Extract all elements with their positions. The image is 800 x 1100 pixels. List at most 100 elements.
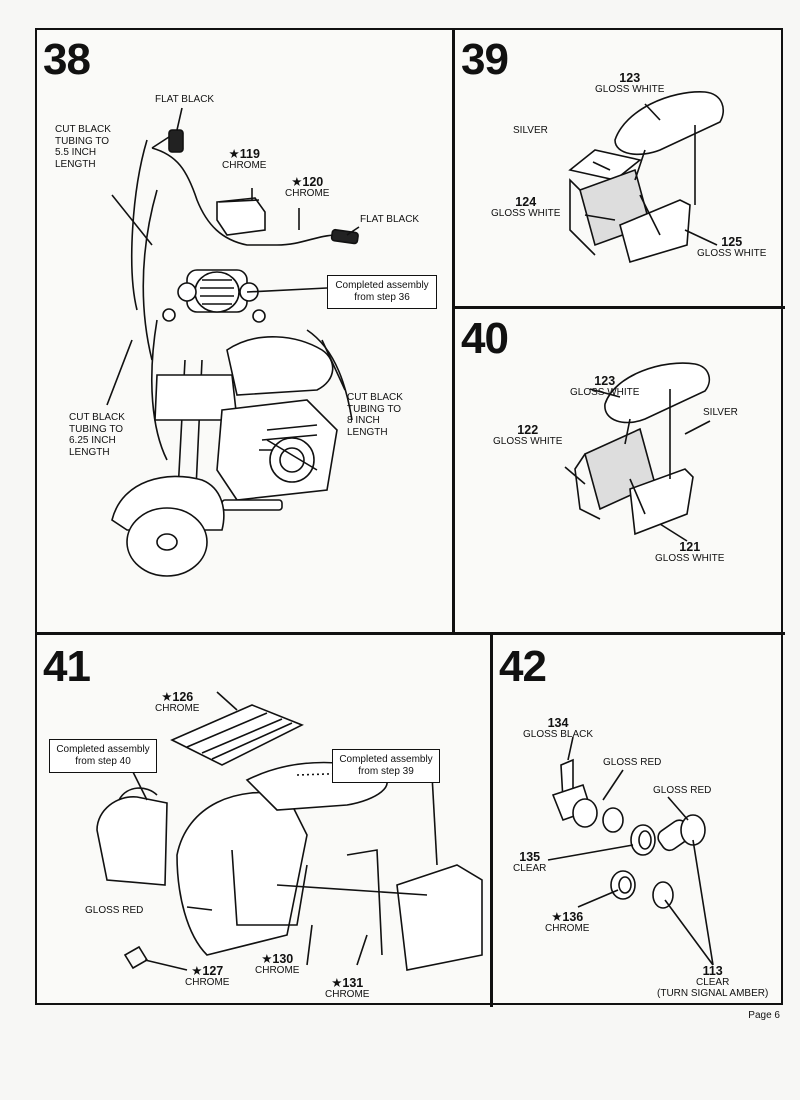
step-number: 41 xyxy=(43,642,91,691)
callout-line-1: Completed assembly xyxy=(56,744,150,755)
completed-assembly-40-callout: Completed assembly from step 40 xyxy=(49,739,157,773)
part-124-label: 124 GLOSS WHITE xyxy=(491,196,560,219)
part-136-label: ★136 CHROME xyxy=(545,911,589,934)
part-126-label: ★126 CHROME xyxy=(155,691,199,714)
part-126-number: ★126 xyxy=(161,690,194,704)
instruction-sheet-frame: 38 xyxy=(35,28,785,1007)
divider-row2 xyxy=(37,632,785,635)
part-130-number: ★130 xyxy=(261,952,294,966)
part-113-number: 113 xyxy=(702,964,723,978)
step-number: 40 xyxy=(461,314,509,363)
part-126-color: CHROME xyxy=(155,703,200,714)
part-136-color: CHROME xyxy=(545,923,590,934)
part-119-number: ★119 xyxy=(228,147,260,161)
gloss-red-label-1: GLOSS RED xyxy=(603,757,662,768)
part-113-label: 113 CLEAR (TURN SIGNAL AMBER) xyxy=(657,965,768,999)
step-number: 39 xyxy=(461,35,509,84)
tubing-8-label: CUT BLACK TUBING TO 8 INCH LENGTH xyxy=(347,392,403,438)
step-40-panel: 40 123 GLOSS WHITE SIL xyxy=(455,309,785,632)
step-number: 38 xyxy=(43,35,91,84)
part-121-color: GLOSS WHITE xyxy=(655,553,725,564)
flat-black-right-label: FLAT BLACK xyxy=(360,214,420,225)
part-135-label: 135 CLEAR xyxy=(513,851,546,874)
part-134-color: GLOSS BLACK xyxy=(523,729,594,740)
callout-line-1: Completed assembly xyxy=(335,280,429,291)
saddlebag-assembly-illustration xyxy=(564,362,711,542)
flat-black-top-label: FLAT BLACK xyxy=(155,94,215,105)
tubing-625-line-3: 6.25 INCH xyxy=(69,435,116,446)
part-135-color: CLEAR xyxy=(513,863,547,874)
callout-line-1: Completed assembly xyxy=(339,754,433,765)
part-124-number: 124 xyxy=(515,195,537,209)
part-134-number: 134 xyxy=(547,716,569,730)
part-130-color: CHROME xyxy=(255,965,300,976)
tubing-8-line-2: TUBING TO xyxy=(347,403,402,415)
tubing-8-line-3: 8 INCH xyxy=(347,415,380,426)
tubing-625-line-4: LENGTH xyxy=(69,446,110,458)
tubing-8-line-1: CUT BLACK xyxy=(347,392,403,403)
silver-label: SILVER xyxy=(703,407,738,418)
divider-41-42 xyxy=(490,632,493,1007)
part-123-label: 123 GLOSS WHITE xyxy=(595,72,664,95)
part-122-label: 122 GLOSS WHITE xyxy=(493,424,562,447)
part-119-label: ★119 CHROME xyxy=(222,148,266,171)
part-123-color: GLOSS WHITE xyxy=(570,387,640,398)
callout-line-2: from step 36 xyxy=(354,292,410,303)
rear-fender-assembly-illustration xyxy=(96,691,483,971)
part-123-color: GLOSS WHITE xyxy=(595,84,665,95)
tubing-5-5-label: CUT BLACK TUBING TO 5.5 INCH LENGTH xyxy=(55,124,111,170)
saddlebag-assembly-illustration xyxy=(568,91,724,264)
part-125-number: 125 xyxy=(721,235,743,249)
part-113-color: CLEAR xyxy=(695,977,730,988)
callout-line-2: from step 40 xyxy=(75,756,131,767)
part-136-number: ★136 xyxy=(551,910,584,924)
part-134-label: 134 GLOSS BLACK xyxy=(523,717,593,740)
tubing-55-line-2: TUBING TO xyxy=(55,135,110,147)
divider-38-39 xyxy=(452,30,455,634)
part-127-color: CHROME xyxy=(185,977,230,988)
gloss-red-label-2: GLOSS RED xyxy=(653,785,712,796)
tubing-55-line-1: CUT BLACK xyxy=(55,124,111,135)
step-38-panel: 38 xyxy=(37,30,452,632)
gloss-red-label: GLOSS RED xyxy=(85,905,144,916)
step-42-panel: 42 xyxy=(493,635,785,1007)
tubing-55-line-3: 5.5 INCH xyxy=(55,147,97,158)
part-120-color: CHROME xyxy=(285,188,330,199)
divider-39-40 xyxy=(452,306,785,309)
part-131-number: ★131 xyxy=(331,976,364,990)
part-127-label: ★127 CHROME xyxy=(185,965,229,988)
step-39-panel: 39 123 GLOSS xyxy=(455,30,785,306)
part-127-number: ★127 xyxy=(191,964,224,978)
part-119-color: CHROME xyxy=(222,160,267,171)
page-number: Page 6 xyxy=(748,1010,780,1021)
part-125-color: GLOSS WHITE xyxy=(697,248,767,259)
part-123-number: 123 xyxy=(619,71,641,85)
part-123-label: 123 GLOSS WHITE xyxy=(570,375,639,398)
part-123-number: 123 xyxy=(594,374,616,388)
part-125-label: 125 GLOSS WHITE xyxy=(697,236,766,259)
part-131-color: CHROME xyxy=(325,989,370,1000)
tubing-6-25-label: CUT BLACK TUBING TO 6.25 INCH LENGTH xyxy=(69,412,125,458)
tubing-8-line-4: LENGTH xyxy=(347,426,388,438)
motorcycle-front-illustration xyxy=(106,107,360,577)
completed-assembly-36-callout: Completed assembly from step 36 xyxy=(327,275,437,309)
part-120-label: ★120 CHROME xyxy=(285,176,329,199)
callout-line-2: from step 39 xyxy=(358,766,414,777)
part-113-note: (TURN SIGNAL AMBER) xyxy=(657,988,769,999)
part-122-number: 122 xyxy=(517,423,539,437)
part-135-number: 135 xyxy=(519,850,541,864)
tubing-625-line-2: TUBING TO xyxy=(69,423,124,435)
part-131-label: ★131 CHROME xyxy=(325,977,369,1000)
completed-assembly-39-callout: Completed assembly from step 39 xyxy=(332,749,440,783)
part-130-label: ★130 CHROME xyxy=(255,953,299,976)
step-41-panel: 41 xyxy=(37,635,490,1007)
step-number: 42 xyxy=(499,642,547,691)
tubing-625-line-1: CUT BLACK xyxy=(69,412,125,423)
part-121-label: 121 GLOSS WHITE xyxy=(655,541,724,564)
tubing-55-line-4: LENGTH xyxy=(55,158,96,170)
silver-label: SILVER xyxy=(513,125,548,136)
part-122-color: GLOSS WHITE xyxy=(493,436,563,447)
part-124-color: GLOSS WHITE xyxy=(491,208,561,219)
part-121-number: 121 xyxy=(679,540,701,554)
part-120-number: ★120 xyxy=(291,175,324,189)
